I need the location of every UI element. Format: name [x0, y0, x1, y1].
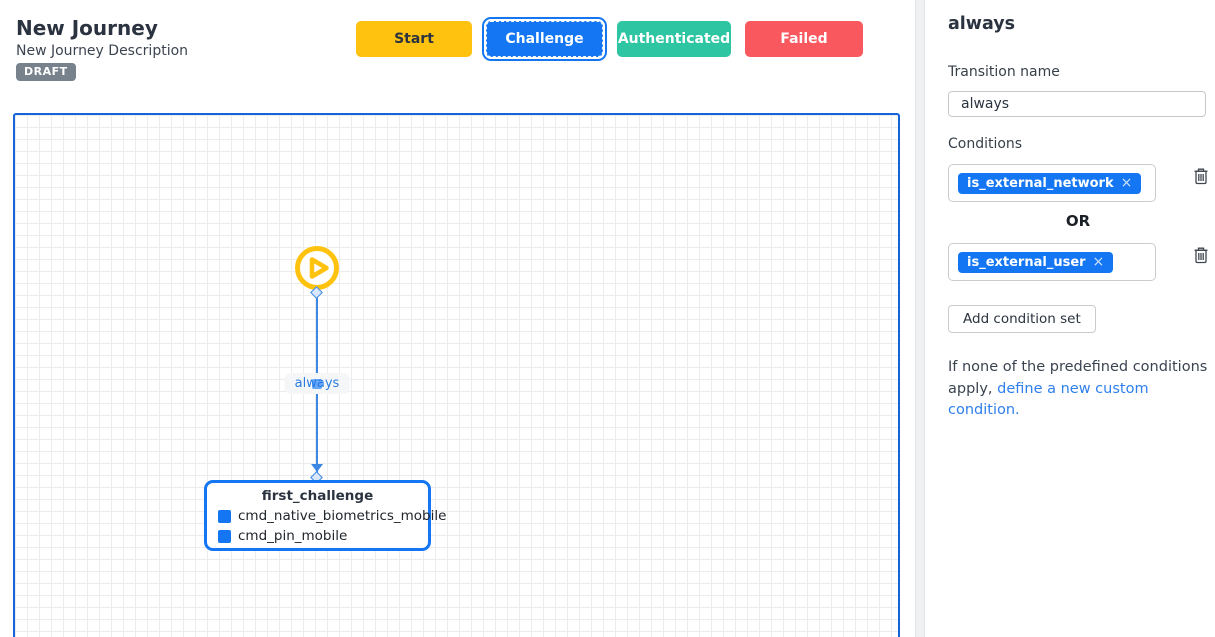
chip-close-icon[interactable]: ×	[1092, 254, 1105, 270]
blue-square-icon	[218, 509, 231, 523]
condition-chip[interactable]: is_external_user ×	[958, 251, 1114, 273]
start-node[interactable]	[294, 245, 340, 291]
trash-icon	[1194, 168, 1208, 185]
edge-midpoint-handle[interactable]	[312, 379, 322, 389]
condition-chip[interactable]: is_external_network ×	[958, 172, 1142, 194]
page-subtitle: New Journey Description	[16, 43, 189, 59]
flow-canvas[interactable]: always first_challenge cmd_native_biomet…	[13, 113, 900, 637]
define-custom-condition-link[interactable]: define a new custom condition.	[948, 380, 1149, 419]
status-badge: DRAFT	[16, 63, 76, 81]
condition-chip-label: is_external_user	[967, 254, 1086, 270]
play-icon	[295, 246, 339, 290]
conditions-label: Conditions	[948, 136, 1023, 152]
transition-name-input[interactable]	[948, 91, 1206, 117]
blue-square-icon	[218, 529, 231, 543]
custom-condition-hint: If none of the predefined conditions app…	[948, 357, 1215, 422]
edge-arrowhead-icon	[311, 464, 323, 472]
add-condition-set-button[interactable]: Add condition set	[948, 305, 1096, 333]
start-button[interactable]: Start	[356, 21, 472, 57]
node-item-label: cmd_native_biometrics_mobile	[238, 508, 447, 524]
node-item: cmd_pin_mobile	[207, 528, 428, 544]
condition-chip-label: is_external_network	[967, 175, 1114, 191]
panel-divider	[915, 0, 925, 637]
node-item-label: cmd_pin_mobile	[238, 528, 348, 544]
trash-icon	[1194, 247, 1208, 264]
condition-set-input[interactable]: is_external_user ×	[948, 243, 1156, 281]
chip-close-icon[interactable]: ×	[1120, 175, 1133, 191]
hint-text: If none of the predefined conditions app…	[948, 359, 1208, 397]
condition-set-input[interactable]: is_external_network ×	[948, 164, 1156, 202]
challenge-button[interactable]: Challenge	[482, 17, 607, 61]
authenticated-button[interactable]: Authenticated	[617, 21, 731, 57]
node-item: cmd_native_biometrics_mobile	[207, 508, 446, 524]
node-title: first_challenge	[261, 488, 374, 504]
node-first-challenge[interactable]: first_challenge cmd_native_biometrics_mo…	[204, 480, 446, 551]
failed-button[interactable]: Failed	[745, 21, 863, 57]
delete-condition-set-button[interactable]	[1192, 246, 1210, 266]
panel-title: always	[948, 14, 1016, 34]
delete-condition-set-button[interactable]	[1192, 167, 1210, 187]
page-title: New Journey	[16, 16, 158, 40]
transition-name-label: Transition name	[948, 64, 1060, 80]
condition-joiner: OR	[1065, 212, 1091, 230]
